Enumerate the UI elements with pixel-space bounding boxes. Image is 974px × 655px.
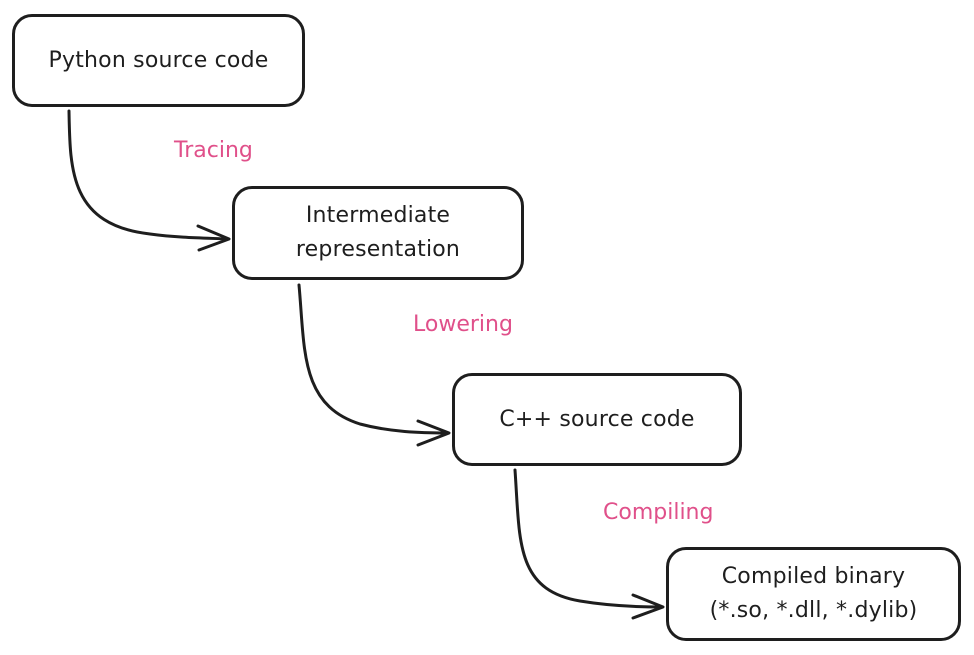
python-source-code-label: Python source code	[48, 47, 269, 73]
compiled-binary-label-line2: (*.so, *.dll, *.dylib)	[709, 598, 918, 623]
arrowhead-lowering	[416, 419, 451, 447]
intermediate-representation-label-line2: representation	[295, 237, 461, 262]
intermediate-representation-node: Intermediate representation	[232, 186, 524, 280]
compiling-step-label: Compiling	[603, 500, 714, 525]
arrowhead-compiling	[631, 593, 665, 620]
cpp-source-code-node: C++ source code	[452, 373, 742, 466]
arrow-compiling	[513, 468, 664, 609]
arrowhead-tracing	[196, 224, 231, 252]
arrow-tracing	[67, 109, 230, 241]
cpp-source-code-label: C++ source code	[499, 406, 695, 432]
compiled-binary-node: Compiled binary (*.so, *.dll, *.dylib)	[666, 547, 961, 641]
compiled-binary-label-line1: Compiled binary	[721, 564, 906, 589]
intermediate-representation-label-line1: Intermediate	[305, 203, 451, 228]
tracing-step-label: Tracing	[174, 138, 253, 163]
arrow-lowering	[297, 283, 450, 435]
python-source-code-node: Python source code	[12, 14, 305, 107]
lowering-step-label: Lowering	[413, 312, 513, 337]
